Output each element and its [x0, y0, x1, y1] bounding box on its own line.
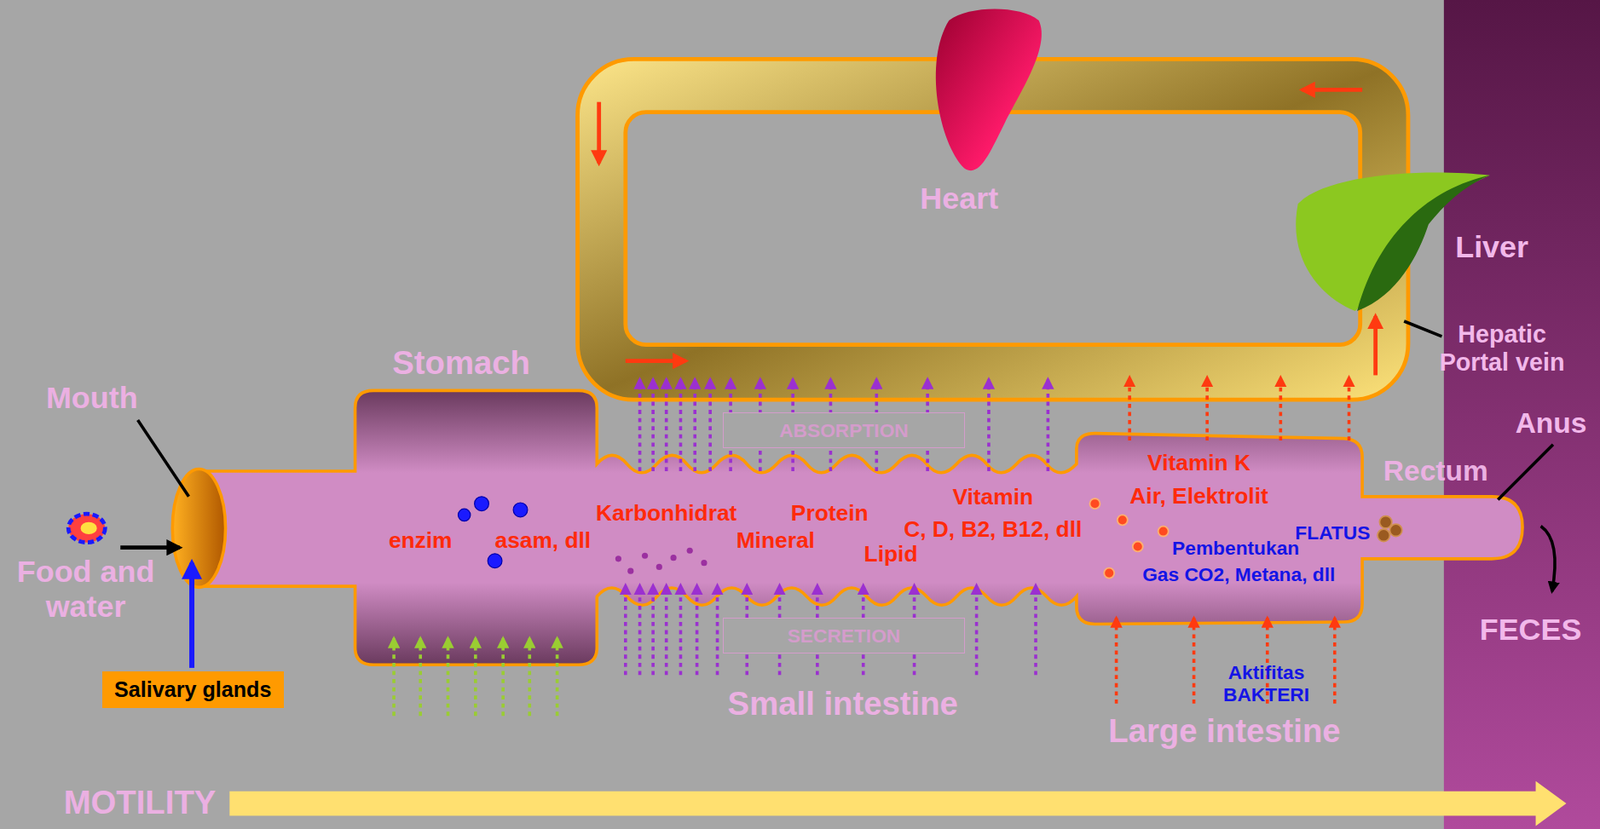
nutrient-label: Protein: [791, 500, 869, 526]
organ-label: Large intestine: [1108, 712, 1341, 751]
nutrient-label: Karbonhidrat: [595, 500, 737, 526]
nutrient-label: C, D, B2, B12, dll: [903, 516, 1082, 543]
organ-label: Liver: [1455, 229, 1529, 265]
feces-arrow: [1541, 526, 1556, 593]
food-icon: [68, 514, 105, 543]
process-label: Gas CO2, Metana, dll: [1142, 563, 1335, 586]
leader-line: [1403, 321, 1442, 337]
process-label: Pembentukan: [1172, 537, 1300, 560]
leader-line: [1497, 444, 1554, 501]
input-label: Food and water: [9, 553, 163, 624]
organ-label: Small intestine: [727, 685, 959, 723]
side-strip: [1444, 0, 1600, 829]
secretion-label: asam, dll: [494, 527, 591, 554]
leader-line: [138, 420, 190, 497]
motility-arrow: [229, 781, 1566, 827]
digestive-tract: [198, 390, 1523, 665]
nutrient-label: Mineral: [736, 527, 815, 554]
box-text: SECRETION: [735, 624, 953, 647]
organ-label: Rectum: [1383, 455, 1489, 489]
output-label: FECES: [1479, 612, 1583, 647]
absorption-arrows: [640, 379, 1049, 472]
process-band: SECRETION: [722, 618, 966, 655]
organ-label: Anus: [1515, 407, 1588, 441]
organ-label: Stomach: [392, 344, 531, 382]
motility-label: MOTILITY: [63, 784, 217, 822]
vessel-label: Hepatic Portal vein: [1429, 320, 1575, 377]
process-label: Aktifitas BAKTERI: [1215, 661, 1318, 706]
gastric-secretion-arrows: [393, 638, 558, 717]
secretion-arrows: [625, 585, 1036, 676]
nutrient-label: Vitamin: [952, 484, 1034, 510]
flow-arrows: [599, 89, 1376, 376]
organ-label: Heart: [919, 181, 999, 217]
nutrient-dots: [615, 548, 708, 575]
box-text: ABSORPTION: [735, 419, 953, 442]
heart-shape: [935, 8, 1042, 171]
flatus-blob: [1377, 516, 1403, 543]
nutrient-label: Vitamin K: [1147, 450, 1251, 476]
organ-label: Mouth: [46, 380, 139, 416]
intake-arrow: [120, 545, 180, 550]
process-label: FLATUS: [1294, 521, 1370, 544]
secretion-label: enzim: [388, 527, 453, 554]
nutrient-label: Lipid: [864, 541, 919, 567]
box-text: Salivary glands: [114, 677, 272, 703]
gland-box: Salivary glands: [102, 671, 284, 709]
saliva-arrow: [189, 563, 195, 669]
process-band: ABSORPTION: [722, 412, 966, 450]
nutrient-label: Air, Elektrolit: [1129, 483, 1268, 509]
